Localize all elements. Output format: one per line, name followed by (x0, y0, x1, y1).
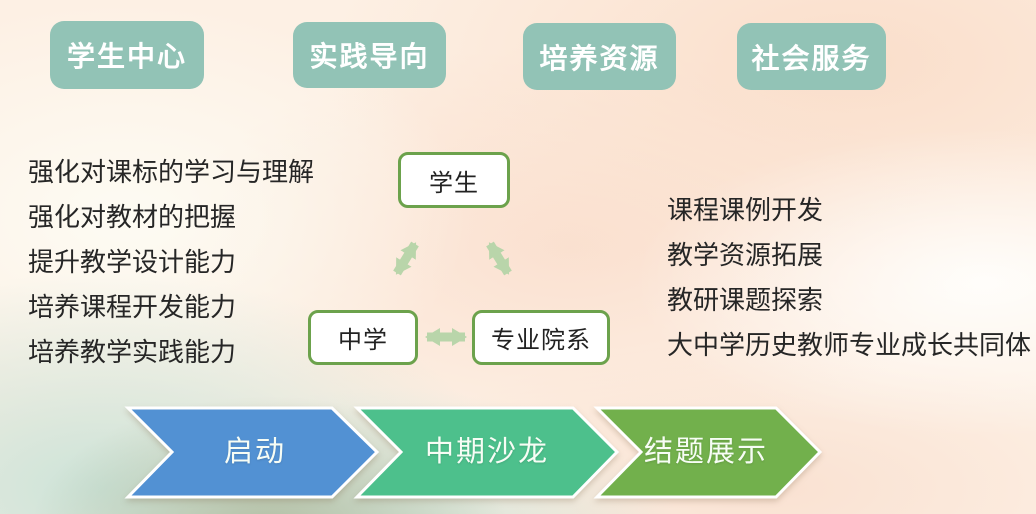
outcome-item: 大中学历史教师专业成长共同体 (667, 330, 1032, 360)
pillar-practice-oriented: 实践导向 (293, 22, 446, 88)
pillar-student-centered: 学生中心 (50, 21, 204, 89)
node-middle-school: 中学 (308, 310, 418, 365)
outcome-item: 教学资源拓展 (667, 240, 824, 270)
right-outcome-list: 课程课例开发 教学资源拓展 教研课题探索 大中学历史教师专业成长共同体 (667, 188, 1031, 368)
outcome-item: 教研课题探索 (667, 285, 824, 315)
goal-item: 强化对教材的把握 (28, 202, 237, 232)
goal-item: 培养教学实践能力 (28, 337, 237, 367)
process-step-midterm-label: 中期沙龙 (424, 436, 549, 468)
node-college-department: 专业院系 (472, 310, 610, 365)
node-label: 中学 (338, 327, 388, 354)
pillar-social-service: 社会服务 (737, 23, 886, 90)
node-label: 学生 (429, 169, 479, 197)
node-label: 专业院系 (491, 327, 591, 354)
double-arrow-student-school-icon (393, 241, 419, 276)
pillar-label: 实践导向 (309, 41, 430, 72)
process-step-final-label: 结题展示 (643, 436, 768, 468)
pillar-label: 社会服务 (751, 42, 872, 74)
goal-item: 强化对课标的学习与理解 (28, 157, 315, 187)
double-arrow-student-college-icon (486, 241, 512, 276)
pillar-label: 学生中心 (66, 41, 187, 72)
outcome-item: 课程课例开发 (667, 195, 824, 225)
pillar-label: 培养资源 (539, 42, 660, 74)
goal-item: 培养课程开发能力 (28, 292, 237, 322)
pillar-training-resources: 培养资源 (523, 23, 676, 90)
process-step-start-label: 启动 (223, 436, 286, 468)
left-goal-list: 强化对课标的学习与理解 强化对教材的把握 提升教学设计能力 培养课程开发能力 培… (28, 150, 314, 375)
goal-item: 提升教学设计能力 (28, 247, 237, 277)
node-student: 学生 (398, 152, 510, 208)
